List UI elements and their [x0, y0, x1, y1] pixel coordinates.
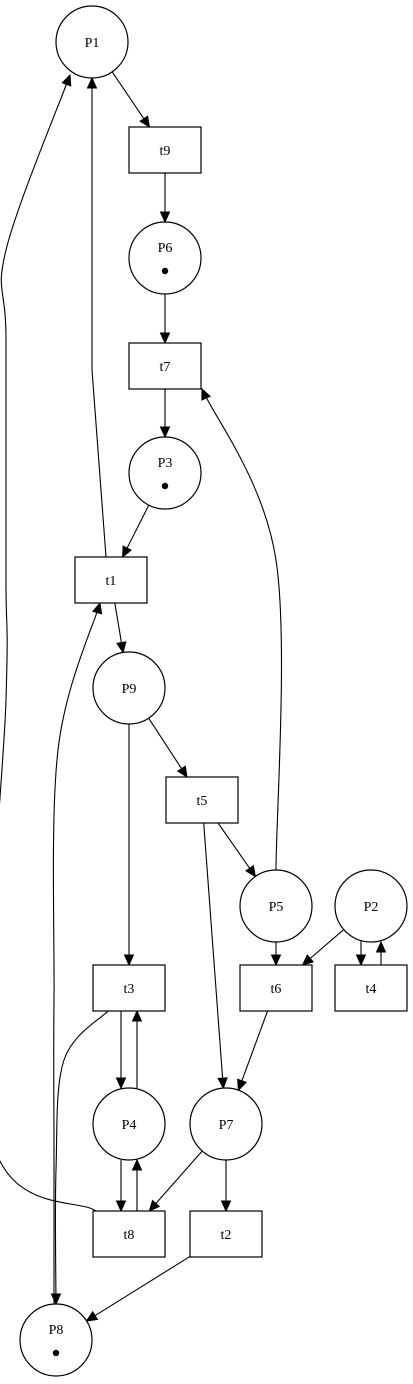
arrowhead-p3-to-t1 [122, 545, 133, 559]
transition-box [189, 1210, 263, 1258]
transition-t8[interactable]: t8 [92, 1210, 166, 1258]
place-label: P5 [269, 900, 284, 915]
place-circle [334, 869, 408, 943]
arcs-layer [0, 71, 387, 1322]
place-circle [189, 1087, 263, 1161]
place-p1[interactable]: P1 [55, 5, 129, 79]
transition-label: t7 [160, 360, 171, 375]
transition-t7[interactable]: t7 [128, 342, 202, 390]
arrowhead-p2-to-t6 [301, 954, 315, 966]
arc-t8-to-p1 [0, 74, 97, 1212]
arrowhead-t2-to-p8 [85, 1310, 99, 1322]
transition-label: t2 [221, 1228, 232, 1243]
arrowhead-p5-to-t6 [270, 954, 282, 967]
arrowhead-t7-to-p3 [159, 426, 171, 439]
arc-p8-to-t1 [52, 602, 101, 1304]
place-circle [92, 651, 166, 725]
arrowhead-p7-to-t8 [148, 1199, 161, 1212]
transition-label: t6 [271, 982, 282, 997]
transition-label: t9 [160, 144, 171, 159]
arc-t3-to-p8 [54, 1010, 109, 1305]
arrowhead-p6-to-t7 [159, 332, 171, 345]
arc-p9-to-t5 [148, 717, 188, 778]
place-p5[interactable]: P5 [239, 869, 313, 943]
arrowhead-t1-to-p1 [86, 76, 98, 89]
transition-label: t8 [124, 1228, 135, 1243]
arrowhead-t6-to-p7 [237, 1078, 247, 1092]
place-circle [128, 221, 202, 295]
transition-box [334, 964, 408, 1012]
transition-t2[interactable]: t2 [189, 1210, 263, 1258]
place-p2[interactable]: P2 [334, 869, 408, 943]
transition-label: t5 [197, 794, 208, 809]
transition-box [74, 556, 148, 604]
arrowhead-p4-to-t8 [115, 1200, 127, 1213]
arc-p5-to-t7 [201, 388, 283, 871]
place-label: P3 [158, 456, 173, 471]
place-label: P9 [122, 682, 137, 697]
arrowhead-t8-to-p1 [61, 73, 72, 87]
transition-box [128, 342, 202, 390]
arrowhead-t1-to-p9 [116, 641, 127, 654]
arrowhead-p2-to-t4 [355, 954, 367, 967]
arc-p1-to-t9 [111, 71, 150, 128]
place-circle [128, 436, 202, 510]
arc-t2-to-p8 [86, 1255, 191, 1322]
place-p9[interactable]: P9 [92, 651, 166, 725]
arc-t6-to-p7 [237, 1010, 269, 1091]
arrowhead-p5-to-t7 [201, 387, 212, 401]
place-p7[interactable]: P7 [189, 1087, 263, 1161]
transition-box [239, 964, 313, 1012]
place-circle [92, 1087, 166, 1161]
arc-t5-to-p5 [217, 822, 256, 877]
transition-t1[interactable]: t1 [74, 556, 148, 604]
arrowhead-t8-to-p4 [131, 1158, 143, 1171]
place-label: P7 [219, 1118, 234, 1133]
transition-box [128, 126, 202, 174]
transition-box [92, 1210, 166, 1258]
transition-t4[interactable]: t4 [334, 964, 408, 1012]
place-p3[interactable]: P3 [128, 436, 202, 510]
arrowhead-p9-to-t5 [176, 765, 188, 779]
arrowhead-t3-to-p8 [50, 1293, 62, 1306]
transition-label: t1 [106, 574, 117, 589]
arrowhead-p9-to-t3 [123, 954, 135, 967]
transition-box [165, 776, 239, 824]
place-label: P1 [85, 36, 100, 51]
transition-t5[interactable]: t5 [165, 776, 239, 824]
arrowhead-p7-to-t2 [220, 1200, 232, 1213]
arrowhead-t4-to-p2 [375, 940, 387, 953]
transition-label: t4 [366, 982, 377, 997]
place-p4[interactable]: P4 [92, 1087, 166, 1161]
place-circle [239, 869, 313, 943]
place-p8[interactable]: P8 [19, 1303, 93, 1377]
transition-label: t3 [124, 982, 135, 997]
transition-box [92, 964, 166, 1012]
transition-t3[interactable]: t3 [92, 964, 166, 1012]
arc-t1-to-p1 [91, 78, 107, 558]
arrowhead-t5-to-p7 [217, 1077, 228, 1090]
place-label: P4 [122, 1118, 137, 1133]
arrowhead-p8-to-t1 [92, 601, 103, 615]
transition-t6[interactable]: t6 [239, 964, 313, 1012]
place-label: P2 [364, 900, 379, 915]
token-dot [52, 1349, 60, 1357]
transition-t9[interactable]: t9 [128, 126, 202, 174]
arrowhead-p4-to-t3 [131, 1009, 143, 1022]
place-label: P8 [49, 1323, 64, 1338]
place-circle [19, 1303, 93, 1377]
place-label: P6 [158, 241, 173, 256]
place-circle [55, 5, 129, 79]
token-dot [161, 482, 169, 490]
arrowhead-t9-to-p6 [159, 211, 171, 224]
arc-t5-to-p7 [203, 822, 224, 1089]
arrowhead-p1-to-t9 [139, 115, 151, 129]
arrowhead-t5-to-p5 [245, 864, 257, 878]
arrowhead-t3-to-p4 [115, 1077, 127, 1090]
arc-p7-to-t8 [148, 1150, 203, 1212]
token-dot [161, 267, 169, 275]
place-p6[interactable]: P6 [128, 221, 202, 295]
